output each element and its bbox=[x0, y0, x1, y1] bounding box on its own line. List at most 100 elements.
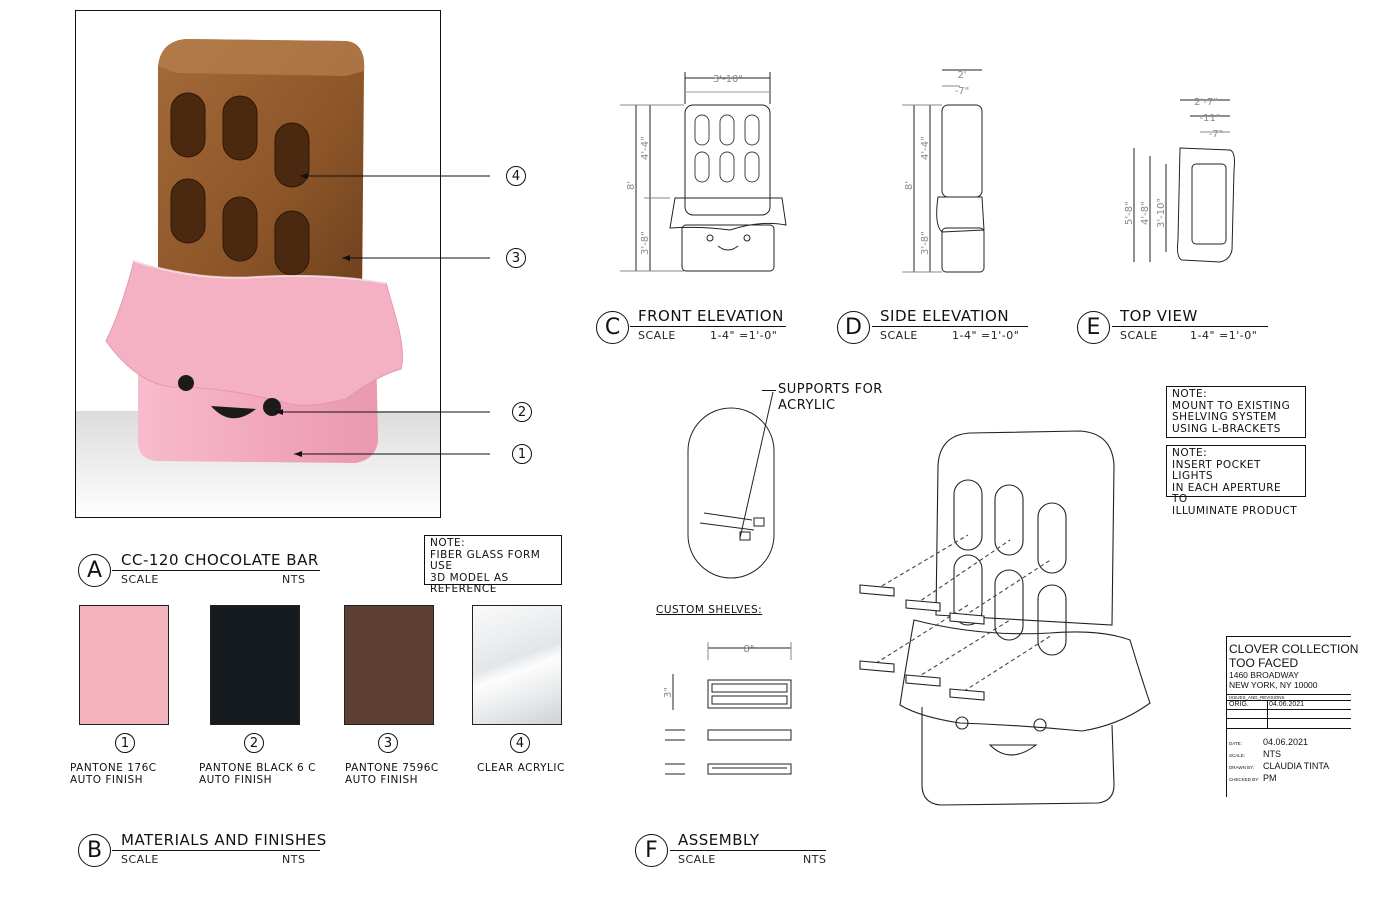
front-lower-dim: 3'-8" bbox=[640, 231, 651, 255]
top-h1-dim: 5'-8" bbox=[1124, 201, 1135, 225]
section-b-rule bbox=[112, 850, 320, 851]
title-block-line1: CLOVER COLLECTION bbox=[1229, 642, 1359, 656]
section-c-rule bbox=[630, 326, 786, 327]
tb-value: PM bbox=[1263, 773, 1277, 783]
section-a-rule bbox=[112, 570, 320, 571]
material-line: AUTO FINISH bbox=[199, 773, 273, 786]
section-b-scale-value: NTS bbox=[282, 853, 306, 866]
material-line: CLEAR ACRYLIC bbox=[477, 762, 565, 774]
supports-label-line: SUPPORTS FOR bbox=[778, 382, 883, 397]
side-lower-dim: 3'-8" bbox=[920, 231, 931, 255]
tb-row-date: DATE: 04.06.2021 bbox=[1227, 737, 1351, 749]
section-b-scale-label: SCALE bbox=[121, 853, 159, 866]
swatch-acrylic bbox=[472, 605, 562, 725]
section-d-scale-value: 1-4" =1'-0" bbox=[952, 329, 1020, 342]
section-e-title: TOP VIEW bbox=[1120, 307, 1198, 325]
section-f-scale-value: NTS bbox=[803, 853, 827, 866]
swatch-brown bbox=[344, 605, 434, 725]
material-num-1: 1 bbox=[115, 733, 135, 753]
title-block-line3: 1460 BROADWAY bbox=[1229, 670, 1299, 680]
orig-date: 04.06.2021 bbox=[1269, 701, 1305, 708]
section-c-marker: C bbox=[596, 311, 629, 344]
top-h3-dim: 3'-10" bbox=[1156, 198, 1167, 228]
section-c-scale-label: SCALE bbox=[638, 329, 676, 342]
section-a-marker: A bbox=[78, 554, 111, 587]
note-line: SHELVING SYSTEM bbox=[1172, 411, 1277, 423]
top-d3-dim: -7" bbox=[1209, 129, 1224, 140]
custom-shelves-label: CUSTOM SHELVES: bbox=[656, 604, 763, 616]
material-line: PANTONE BLACK 6 C bbox=[199, 762, 316, 774]
tb-key: SCALE: bbox=[1229, 753, 1246, 758]
material-line: PANTONE 7596C bbox=[345, 762, 439, 774]
assembly-drawing bbox=[859, 430, 1151, 806]
material-num-3: 3 bbox=[378, 733, 398, 753]
revision-row-divider bbox=[1227, 728, 1351, 729]
section-e-scale-label: SCALE bbox=[1120, 329, 1158, 342]
supports-leader bbox=[762, 390, 776, 391]
material-num-2: 2 bbox=[244, 733, 264, 753]
tb-row-scale: SCALE: NTS bbox=[1227, 749, 1351, 761]
section-f-scale-label: SCALE bbox=[678, 853, 716, 866]
side-depth-dim: 2' bbox=[957, 70, 966, 81]
section-f-title: ASSEMBLY bbox=[678, 831, 760, 849]
top-d1-dim: 2'-7" bbox=[1194, 97, 1218, 108]
title-block-rows: DATE: 04.06.2021 SCALE: NTS DRAWN BY: CL… bbox=[1227, 737, 1351, 785]
side-upper-dim: 4'-4" bbox=[920, 136, 931, 160]
title-block-line4: NEW YORK, NY 10000 bbox=[1229, 680, 1318, 690]
front-height-dim: 8' bbox=[626, 181, 637, 190]
revision-row: ORIG. 04.06.2021 bbox=[1227, 701, 1351, 710]
section-d-marker: D bbox=[837, 311, 870, 344]
supports-label-line: ACRYLIC bbox=[778, 398, 836, 413]
front-upper-dim: 4'-4" bbox=[640, 136, 651, 160]
section-c-scale-value: 1-4" =1'-0" bbox=[710, 329, 778, 342]
note-line: NOTE: bbox=[430, 537, 466, 549]
note-fiberglass: NOTE: FIBER GLASS FORM USE 3D MODEL AS R… bbox=[424, 535, 562, 595]
title-block-line2: TOO FACED bbox=[1229, 656, 1299, 670]
side-height-dim: 8' bbox=[904, 181, 915, 190]
note-line: 3D MODEL AS bbox=[430, 571, 509, 584]
tb-key: DRAWN BY: bbox=[1229, 765, 1255, 770]
section-f-rule bbox=[670, 850, 826, 851]
note-line: REFERENCE bbox=[430, 583, 497, 595]
revision-row-divider bbox=[1227, 718, 1351, 719]
note-line: IN EACH APERTURE TO bbox=[1172, 481, 1282, 505]
tb-row-checked: CHECKED BY: PM bbox=[1227, 773, 1351, 785]
section-a-scale-value: NTS bbox=[282, 573, 306, 586]
tb-value: NTS bbox=[1263, 749, 1281, 759]
note-mount: NOTE: MOUNT TO EXISTING SHELVING SYSTEM … bbox=[1166, 386, 1306, 438]
top-d2-dim: -11" bbox=[1200, 113, 1221, 124]
section-b-title: MATERIALS AND FINISHES bbox=[121, 831, 327, 849]
front-width-dim: 3'-10" bbox=[713, 74, 743, 85]
note-line: INSERT POCKET LIGHTS bbox=[1172, 458, 1261, 482]
material-label-4: CLEAR ACRYLIC bbox=[477, 762, 565, 775]
callout-4: 4 bbox=[506, 166, 526, 186]
title-block-divider bbox=[1227, 694, 1351, 695]
material-label-3: PANTONE 7596C AUTO FINISH bbox=[345, 762, 439, 786]
section-e-marker: E bbox=[1077, 311, 1110, 344]
side-elevation-drawing: 2' -7" 8' 4'-4" 3'-8" bbox=[902, 69, 985, 273]
supports-label: SUPPORTS FOR ACRYLIC bbox=[778, 382, 883, 414]
section-d-title: SIDE ELEVATION bbox=[880, 307, 1010, 325]
revision-table: ORIG. 04.06.2021 bbox=[1227, 700, 1351, 729]
revision-col-divider bbox=[1267, 701, 1268, 729]
section-f-marker: F bbox=[635, 834, 668, 867]
orig-label: ORIG. bbox=[1229, 701, 1249, 708]
top-view-drawing: 2'-7" -11" -7" 5'-8" 4'-8" 3'-10" bbox=[1124, 97, 1235, 263]
render-frame bbox=[75, 10, 441, 518]
tb-key: DATE: bbox=[1229, 741, 1242, 746]
section-e-rule bbox=[1112, 326, 1268, 327]
front-elevation-drawing: 3'-10" 8' 4'-4" 3'-8" bbox=[620, 72, 787, 272]
note-lights: NOTE: INSERT POCKET LIGHTS IN EACH APERT… bbox=[1166, 445, 1306, 516]
section-c-title: FRONT ELEVATION bbox=[638, 307, 784, 325]
side-sub-dim: -7" bbox=[955, 86, 970, 97]
swatch-pink bbox=[79, 605, 169, 725]
title-block: CLOVER COLLECTION TOO FACED 1460 BROADWA… bbox=[1226, 636, 1359, 797]
note-line: MOUNT TO EXISTING bbox=[1172, 399, 1291, 412]
issues-label: ISSUES_AND_REVISIONS bbox=[1229, 695, 1285, 700]
note-line: FIBER GLASS FORM USE bbox=[430, 548, 541, 572]
section-a-title: CC-120 CHOCOLATE BAR bbox=[121, 551, 319, 569]
material-line: AUTO FINISH bbox=[345, 773, 419, 786]
supports-detail-drawing bbox=[687, 391, 775, 579]
tb-row-drawn: DRAWN BY: CLAUDIA TINTA bbox=[1227, 761, 1351, 773]
callout-1: 1 bbox=[512, 444, 532, 464]
